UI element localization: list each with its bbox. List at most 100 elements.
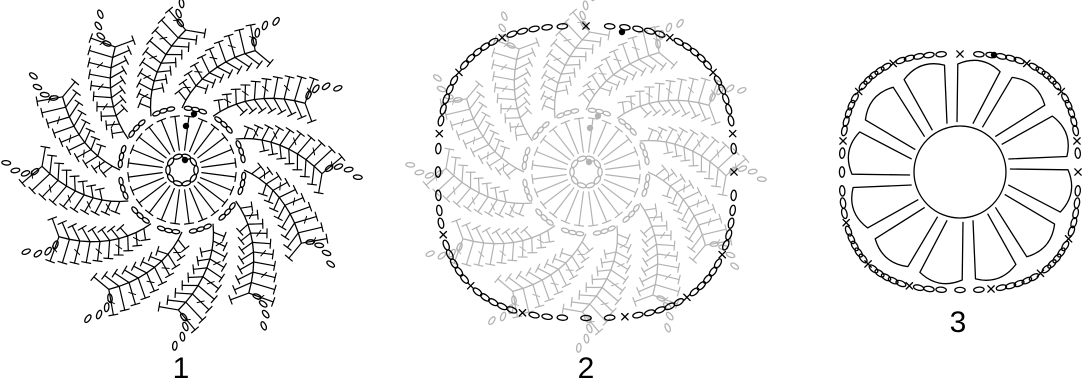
- d3-border-chain: [850, 92, 860, 104]
- d1-tip-chain: [260, 321, 268, 331]
- d2-border-chain: [436, 205, 443, 216]
- d3-border-chain: [844, 225, 853, 237]
- d2-border-chain: [696, 280, 707, 291]
- d3-border-chain: [1046, 75, 1057, 86]
- d2-border-chain: [517, 27, 528, 35]
- d2-border-sc: [456, 69, 462, 75]
- d2-tip-chain: [415, 170, 424, 176]
- d2-ring-chain: [570, 168, 574, 177]
- d2-border-chain: [708, 266, 718, 277]
- d2-border-chain: [727, 218, 735, 229]
- d2-tip-chain: [730, 262, 740, 271]
- d2-chain: [624, 122, 633, 130]
- d3-border-chain: [841, 208, 848, 219]
- d1-chain: [132, 124, 140, 133]
- d2-petal-spine: [586, 53, 659, 110]
- d1-tip-chain: [344, 167, 353, 173]
- d2-border-chain: [479, 292, 490, 302]
- d2-ring-chain: [577, 155, 587, 162]
- d3-border-chain: [1052, 253, 1063, 264]
- d3-border-chain: [1075, 185, 1081, 196]
- d2-chain: [627, 210, 635, 219]
- d2-border-chain: [604, 315, 615, 321]
- d3-border-chain: [863, 75, 874, 86]
- d1-tip-chain: [272, 16, 281, 26]
- d2-tip-chain: [579, 11, 587, 21]
- d3-border-chain: [955, 287, 965, 292]
- d2-border-sc: [440, 231, 446, 237]
- d1-tip-chain: [84, 314, 93, 324]
- d2-border-chain: [528, 25, 539, 32]
- d1-ring-chain: [166, 166, 170, 175]
- d3-border-sc: [906, 283, 912, 289]
- d3-border-chain: [1052, 80, 1063, 91]
- d2-border-chain: [681, 42, 692, 52]
- diagram-1: [2, 0, 363, 350]
- d2-start-dot: [595, 113, 601, 119]
- d2-tip-chain: [437, 85, 447, 92]
- d3-border-sc: [988, 286, 994, 292]
- d2-petal-spine: [648, 172, 705, 245]
- d3-border-chain: [913, 284, 924, 291]
- d1-chain: [198, 108, 207, 114]
- d1-chain: [136, 211, 145, 219]
- d1-chain: [225, 125, 233, 134]
- d1-tip-chain: [182, 322, 190, 332]
- d2-chain: [536, 126, 544, 135]
- d2-tip-chain: [584, 334, 590, 343]
- d1-start-dot: [191, 111, 197, 117]
- d2-tip-chain: [725, 84, 735, 93]
- d3-border-chain: [1041, 70, 1052, 81]
- diagram-2: [406, 0, 767, 352]
- d2-border-chain: [731, 190, 737, 201]
- d2-border-chain: [632, 25, 643, 32]
- d2-start-dot: [587, 125, 593, 131]
- d2-border-chain: [721, 93, 730, 105]
- d2-border-chain: [465, 53, 476, 64]
- d2-border-chain: [528, 311, 539, 318]
- d2-border-chain: [702, 59, 713, 70]
- d2-border-chain: [725, 104, 733, 116]
- d3-border-chain: [839, 148, 845, 159]
- d2-border-chain: [696, 53, 707, 64]
- d1-tip-chain: [2, 160, 11, 165]
- diagram-2-label: 2: [578, 352, 595, 385]
- d3-border-chain: [839, 167, 844, 177]
- d1-chain: [137, 119, 146, 127]
- d1-chain: [157, 225, 166, 231]
- d2-tip-chain: [576, 343, 581, 352]
- d2-border-chain: [644, 309, 655, 317]
- d2-ring-chain: [585, 182, 595, 189]
- d3-start-dot: [991, 52, 997, 58]
- d3-border-chain: [839, 185, 845, 196]
- d1-tip-chain: [21, 248, 31, 256]
- d2-ring-chain: [593, 159, 602, 169]
- d2-chain: [540, 213, 549, 221]
- d2-tip-chain: [737, 86, 747, 94]
- d2-border-sc: [467, 283, 473, 289]
- d2-tip-chain: [498, 23, 507, 33]
- d1-tip-chain: [40, 92, 49, 97]
- d1-petal-spine: [63, 97, 120, 170]
- d2-chain: [641, 188, 647, 197]
- d1-tip-chain: [315, 243, 324, 248]
- d2-border-chain: [442, 239, 451, 251]
- d2-tip-chain: [738, 165, 748, 173]
- d2-border-chain: [506, 30, 518, 39]
- d1-tip-chain: [333, 84, 343, 92]
- d2-chain: [561, 227, 570, 233]
- d2-chain: [602, 110, 611, 116]
- d2-border-chain: [727, 115, 735, 126]
- d2-border-chain: [557, 315, 568, 321]
- d3-border-sc: [855, 88, 861, 94]
- d3-border-chain: [923, 286, 934, 293]
- d2-border-chain: [654, 306, 666, 315]
- d1-tip-chain: [180, 332, 186, 341]
- d1-tip-chain: [261, 309, 270, 319]
- d2-tip-chain: [583, 1, 589, 10]
- d2-border-chain: [604, 23, 615, 29]
- d3-border-chain: [923, 52, 934, 59]
- d2-border-chain: [445, 249, 454, 261]
- d1-tip-chain: [172, 341, 177, 350]
